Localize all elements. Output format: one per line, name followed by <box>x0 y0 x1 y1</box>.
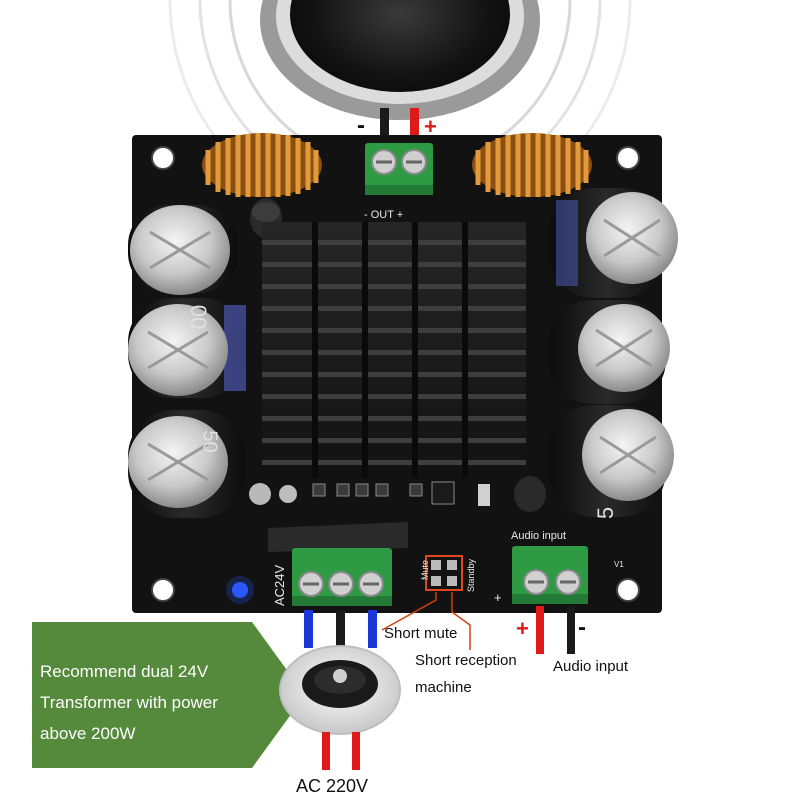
capacitor-right-2 <box>548 300 670 404</box>
mute-standby-header <box>425 555 463 591</box>
audio-input-terminal <box>512 546 588 604</box>
capacitor-left-2 <box>128 298 246 398</box>
short-mute-label: Short mute <box>384 625 458 642</box>
inductor-right <box>472 133 592 197</box>
led-indicator <box>232 582 248 598</box>
inductor-left <box>202 133 322 197</box>
ac-220v-label: AC 220V <box>296 776 369 796</box>
speaker <box>260 0 540 120</box>
out-label: - OUT + <box>364 209 404 221</box>
board-plus-mark: + <box>494 590 502 605</box>
capacitor-mark-right-3: 5 <box>593 506 619 520</box>
standby-label: Standby <box>466 558 476 592</box>
speaker-plus-mark: + <box>424 114 437 139</box>
v1-label: V1 <box>614 560 624 569</box>
short-reception-label: Short reception <box>415 652 517 669</box>
capacitor-right-1 <box>548 188 678 298</box>
capacitor-left-1 <box>128 205 238 295</box>
heatsink <box>262 222 526 478</box>
transformer <box>279 645 401 735</box>
input-plus-mark: + <box>516 616 529 641</box>
input-minus-mark: - <box>578 614 586 641</box>
mounting-holes <box>151 146 640 602</box>
audio-input-label: Audio input <box>553 658 629 675</box>
short-reception-label-2: machine <box>415 679 472 696</box>
recommend-line-1: Recommend dual 24V <box>40 662 209 681</box>
recommend-line-2: Transformer with power <box>40 693 218 712</box>
output-terminal <box>365 143 433 195</box>
mute-label: Mute <box>420 559 430 580</box>
capacitor-left-3 <box>128 410 246 518</box>
capacitor-right-3 <box>548 405 674 517</box>
capacitor-mark-left-3: 50 <box>198 430 221 453</box>
power-terminal <box>268 522 408 606</box>
speaker-minus-mark: - <box>357 112 365 139</box>
ac24v-label: AC24V <box>272 564 287 606</box>
recommend-banner <box>32 622 305 768</box>
capacitor-mark-left: 00 <box>186 304 212 330</box>
pointer-lines <box>381 592 471 650</box>
recommend-line-3: above 200W <box>40 724 136 743</box>
smd-components <box>312 481 455 505</box>
audio-input-board-label: Audio input <box>511 530 567 542</box>
